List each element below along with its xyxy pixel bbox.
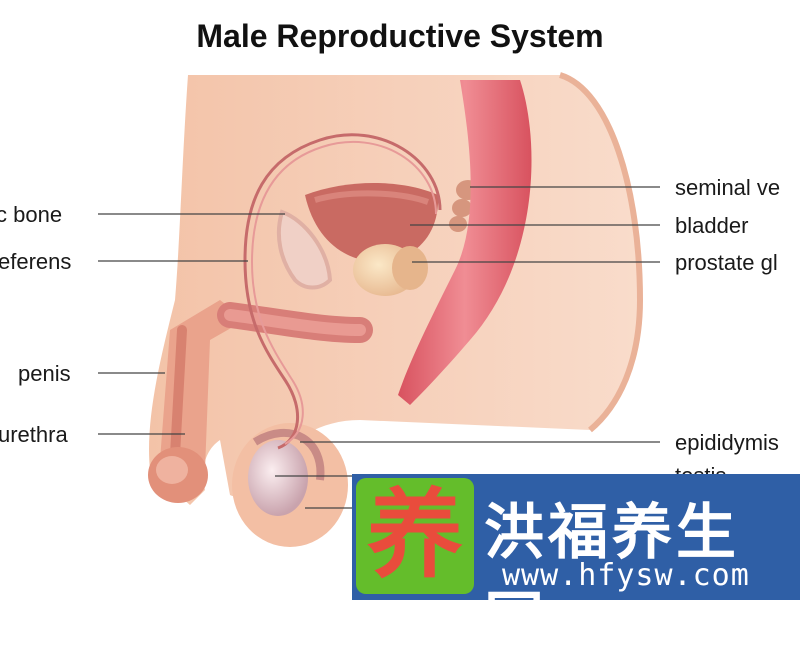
watermark-url: www.hfysw.com [502, 558, 750, 593]
rectum-shape [398, 80, 532, 405]
label-epididymis: epididymis [675, 430, 779, 455]
label-prostate-gland: prostate gl [675, 250, 778, 275]
label-urethra: urethra [0, 422, 68, 447]
label-pubic-bone: c bone [0, 202, 63, 227]
scrotum-shape [232, 423, 348, 547]
anatomy-illustration [98, 72, 660, 547]
vas-deferens-path [243, 133, 442, 450]
prostate-shape [353, 244, 428, 296]
watermark-logo: 养 [356, 478, 474, 594]
watermark-banner: 养 洪福养生网 www.hfysw.com [352, 474, 800, 653]
label-bladder: bladder [675, 213, 749, 238]
label-seminal-vesicle: seminal ve [675, 175, 781, 200]
bladder-shape [305, 182, 439, 262]
pubic-bone-shape [276, 209, 333, 290]
diagram-title: Male Reproductive System [196, 18, 604, 54]
label-penis: penis [18, 361, 71, 386]
label-vas-deferens: eferens [0, 249, 72, 274]
